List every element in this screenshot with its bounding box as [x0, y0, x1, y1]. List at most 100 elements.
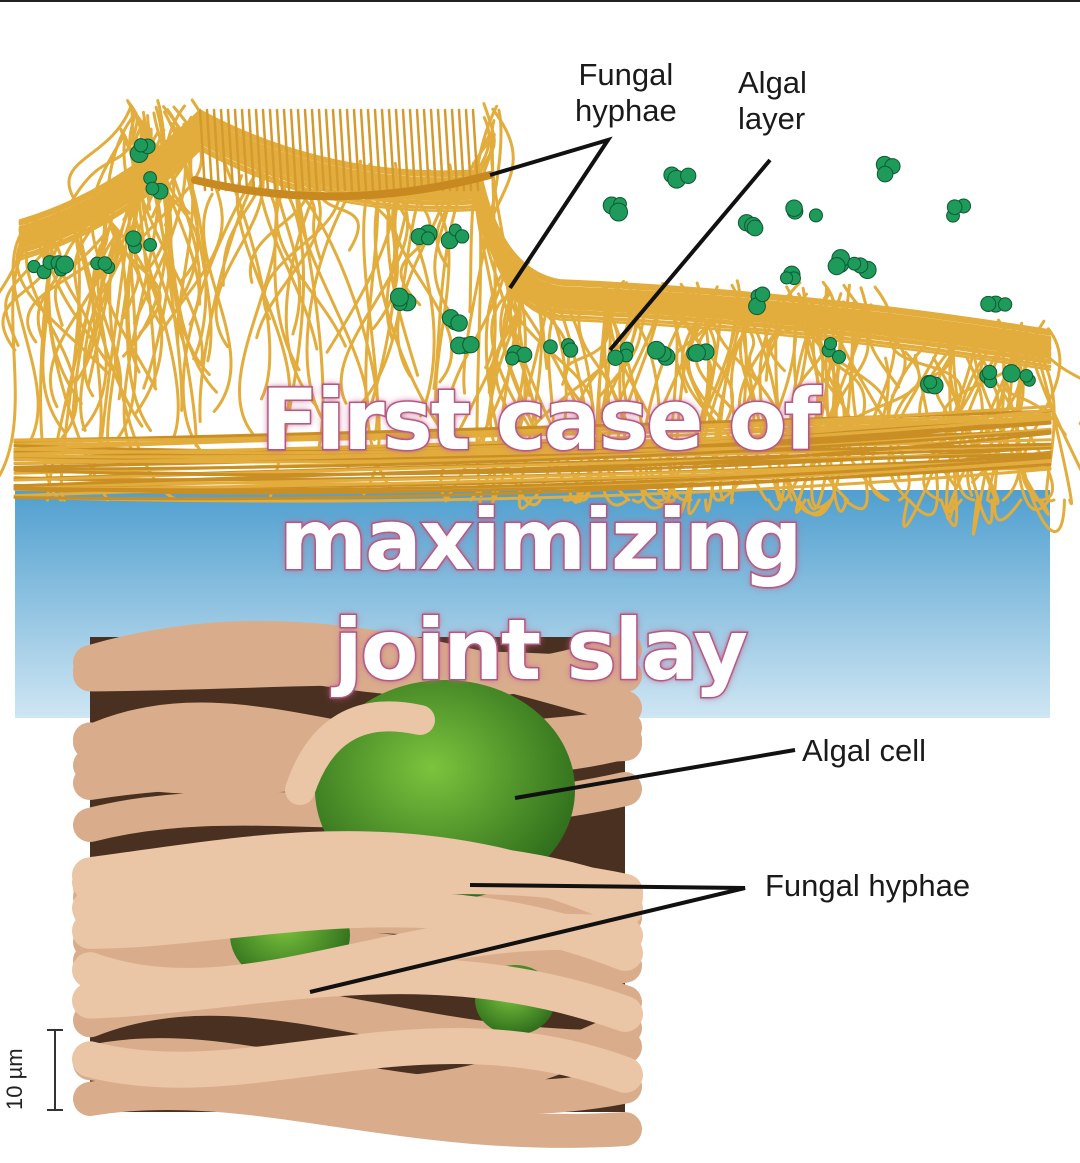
- fungal-hypha: [275, 108, 284, 192]
- fungal-hypha: [254, 108, 263, 192]
- algal-cell: [505, 351, 520, 366]
- algal-cell: [562, 342, 579, 358]
- fungal-hypha: [0, 247, 26, 478]
- fungal-hypha: [154, 105, 219, 394]
- label-algal-layer: Algal layer: [738, 65, 807, 137]
- algal-cell: [847, 256, 862, 271]
- fungal-hypha: [443, 108, 452, 192]
- label-line: layer: [738, 101, 806, 136]
- fungal-hypha: [18, 147, 1052, 371]
- fungal-hypha: [240, 108, 249, 192]
- sem-hypha: [73, 632, 642, 698]
- fungal-hypha: [198, 108, 207, 192]
- fungal-hypha: [258, 188, 319, 351]
- sem-hypha: [72, 891, 643, 971]
- fungal-hypha: [13, 404, 1052, 442]
- algal-cell: [981, 364, 998, 381]
- label-line: Fungal: [578, 57, 674, 92]
- fungal-hypha: [18, 119, 1052, 342]
- fungal-hypha: [48, 226, 116, 409]
- fungal-hypha: [247, 108, 256, 192]
- algal-cells-layer: [27, 138, 1036, 395]
- fungal-hypha: [352, 108, 361, 192]
- fungal-hypha: [462, 108, 503, 395]
- fungal-hypha: [386, 196, 420, 377]
- algal-cell: [808, 208, 823, 223]
- fungal-hypha: [345, 108, 354, 192]
- fungal-hypha: [373, 108, 382, 192]
- caption-line-2: maximizing: [278, 490, 804, 591]
- fungal-hypha: [399, 195, 432, 307]
- fungal-hypha: [444, 287, 522, 503]
- fungal-hypha: [391, 187, 454, 384]
- algal-cell: [946, 199, 963, 215]
- algal-cell: [980, 295, 997, 312]
- scale-bar-label: 10 µm: [2, 1048, 27, 1110]
- fungal-hypha: [310, 108, 319, 192]
- fungal-hypha: [24, 238, 78, 440]
- fungal-hypha: [1033, 344, 1074, 505]
- fungal-hypha: [383, 184, 436, 418]
- algal-cell: [647, 340, 666, 360]
- fungal-hypha: [289, 108, 298, 192]
- fungal-hypha: [296, 108, 305, 192]
- sem-micrograph: [72, 620, 643, 1148]
- fungal-hypha: [70, 116, 140, 203]
- fungal-hypha: [13, 408, 1052, 455]
- label-fungal-hyphae-bottom: Fungal hyphae: [765, 868, 971, 903]
- fungal-hypha: [339, 191, 410, 405]
- algal-cell: [389, 287, 409, 307]
- algal-cell: [687, 343, 706, 362]
- fungal-hypha: [205, 108, 214, 192]
- fungal-hypha: [282, 108, 291, 192]
- fungal-hypha: [13, 431, 1052, 477]
- fungal-hypha: [18, 141, 1052, 365]
- fungal-hypha: [226, 108, 235, 192]
- label-fungal-hyphae-top: Fungal hyphae: [575, 57, 677, 129]
- label-line: hyphae: [575, 93, 677, 128]
- algal-cell: [609, 202, 629, 222]
- fungal-hypha: [261, 108, 270, 192]
- fungal-hypha: [191, 171, 494, 201]
- algal-cell: [450, 314, 468, 332]
- top-border: [0, 0, 1080, 2]
- algal-cell: [754, 286, 771, 303]
- fungal-hyphae-mesh: [0, 98, 1080, 536]
- algal-cell: [455, 229, 470, 244]
- fungal-hypha: [394, 108, 403, 192]
- fungal-hypha: [366, 108, 375, 192]
- fungal-hypha: [432, 135, 495, 390]
- algal-cell: [832, 349, 846, 364]
- fungal-hypha: [317, 108, 326, 192]
- algal-cell: [607, 349, 624, 366]
- algal-cell: [133, 138, 149, 153]
- algal-cell: [125, 230, 142, 247]
- fungal-hypha: [13, 452, 1052, 488]
- fungal-hypha: [494, 285, 534, 436]
- fungal-hypha: [415, 108, 424, 192]
- fungal-hypha: [18, 126, 1052, 350]
- fungal-hypha: [13, 458, 1052, 488]
- caption-line-1: First case of: [260, 370, 823, 471]
- algal-cell: [997, 297, 1013, 312]
- algal-cell: [680, 167, 697, 184]
- fungal-hypha: [202, 192, 233, 413]
- fungal-hypha: [401, 108, 410, 192]
- algal-cell: [746, 219, 764, 237]
- algal-cell: [143, 237, 157, 252]
- algal-cell: [55, 255, 75, 274]
- algal-cell: [923, 375, 938, 390]
- fungal-hypha: [219, 108, 228, 192]
- fungal-hypha: [509, 289, 538, 463]
- sem-hypha: [72, 831, 643, 927]
- leader-lines: [309, 136, 796, 994]
- algal-cell: [462, 335, 480, 354]
- fungal-hypha: [324, 108, 333, 192]
- fungal-hypha: [380, 108, 389, 192]
- fungal-hypha: [387, 108, 396, 192]
- fungal-hypha: [338, 108, 347, 192]
- sem-hypha: [72, 1028, 643, 1093]
- fungal-hypha: [422, 108, 431, 192]
